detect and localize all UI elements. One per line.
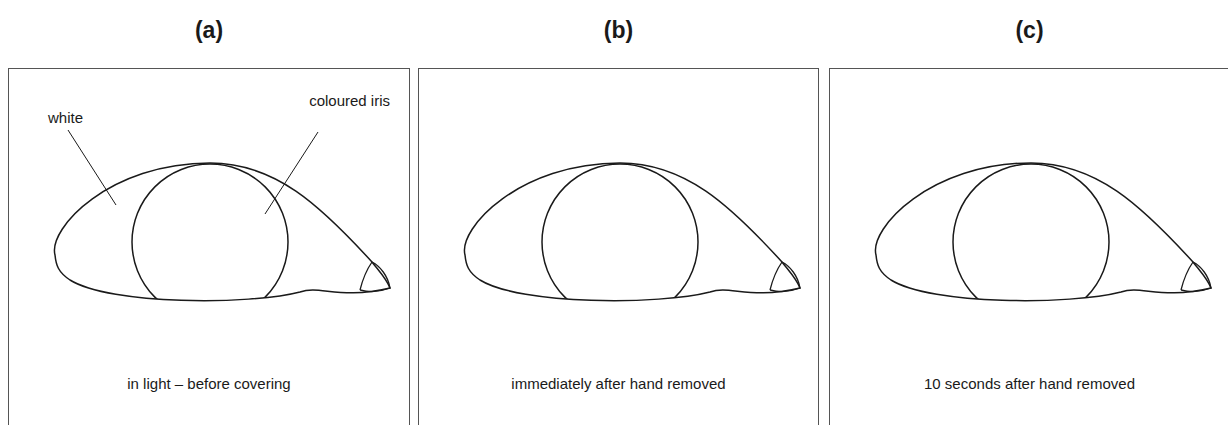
part-label: white	[48, 109, 128, 127]
part-label: coloured iris	[270, 92, 390, 110]
eye-drawing	[54, 163, 390, 320]
leader-line	[265, 132, 318, 214]
eye-drawing	[464, 163, 800, 320]
panel-box: (b)immediately after hand removed	[418, 68, 819, 425]
panel-caption: immediately after hand removed	[419, 375, 818, 392]
panel-heading: (c)	[830, 17, 1228, 44]
eye-drawing	[875, 163, 1211, 320]
panel-caption: 10 seconds after hand removed	[830, 375, 1228, 392]
panel-heading: (b)	[419, 17, 818, 44]
panel-heading: (a)	[9, 17, 409, 44]
panel-box: (c)10 seconds after hand removed	[829, 68, 1228, 425]
panel-caption: in light – before covering	[9, 375, 409, 392]
leader-line	[68, 130, 116, 205]
